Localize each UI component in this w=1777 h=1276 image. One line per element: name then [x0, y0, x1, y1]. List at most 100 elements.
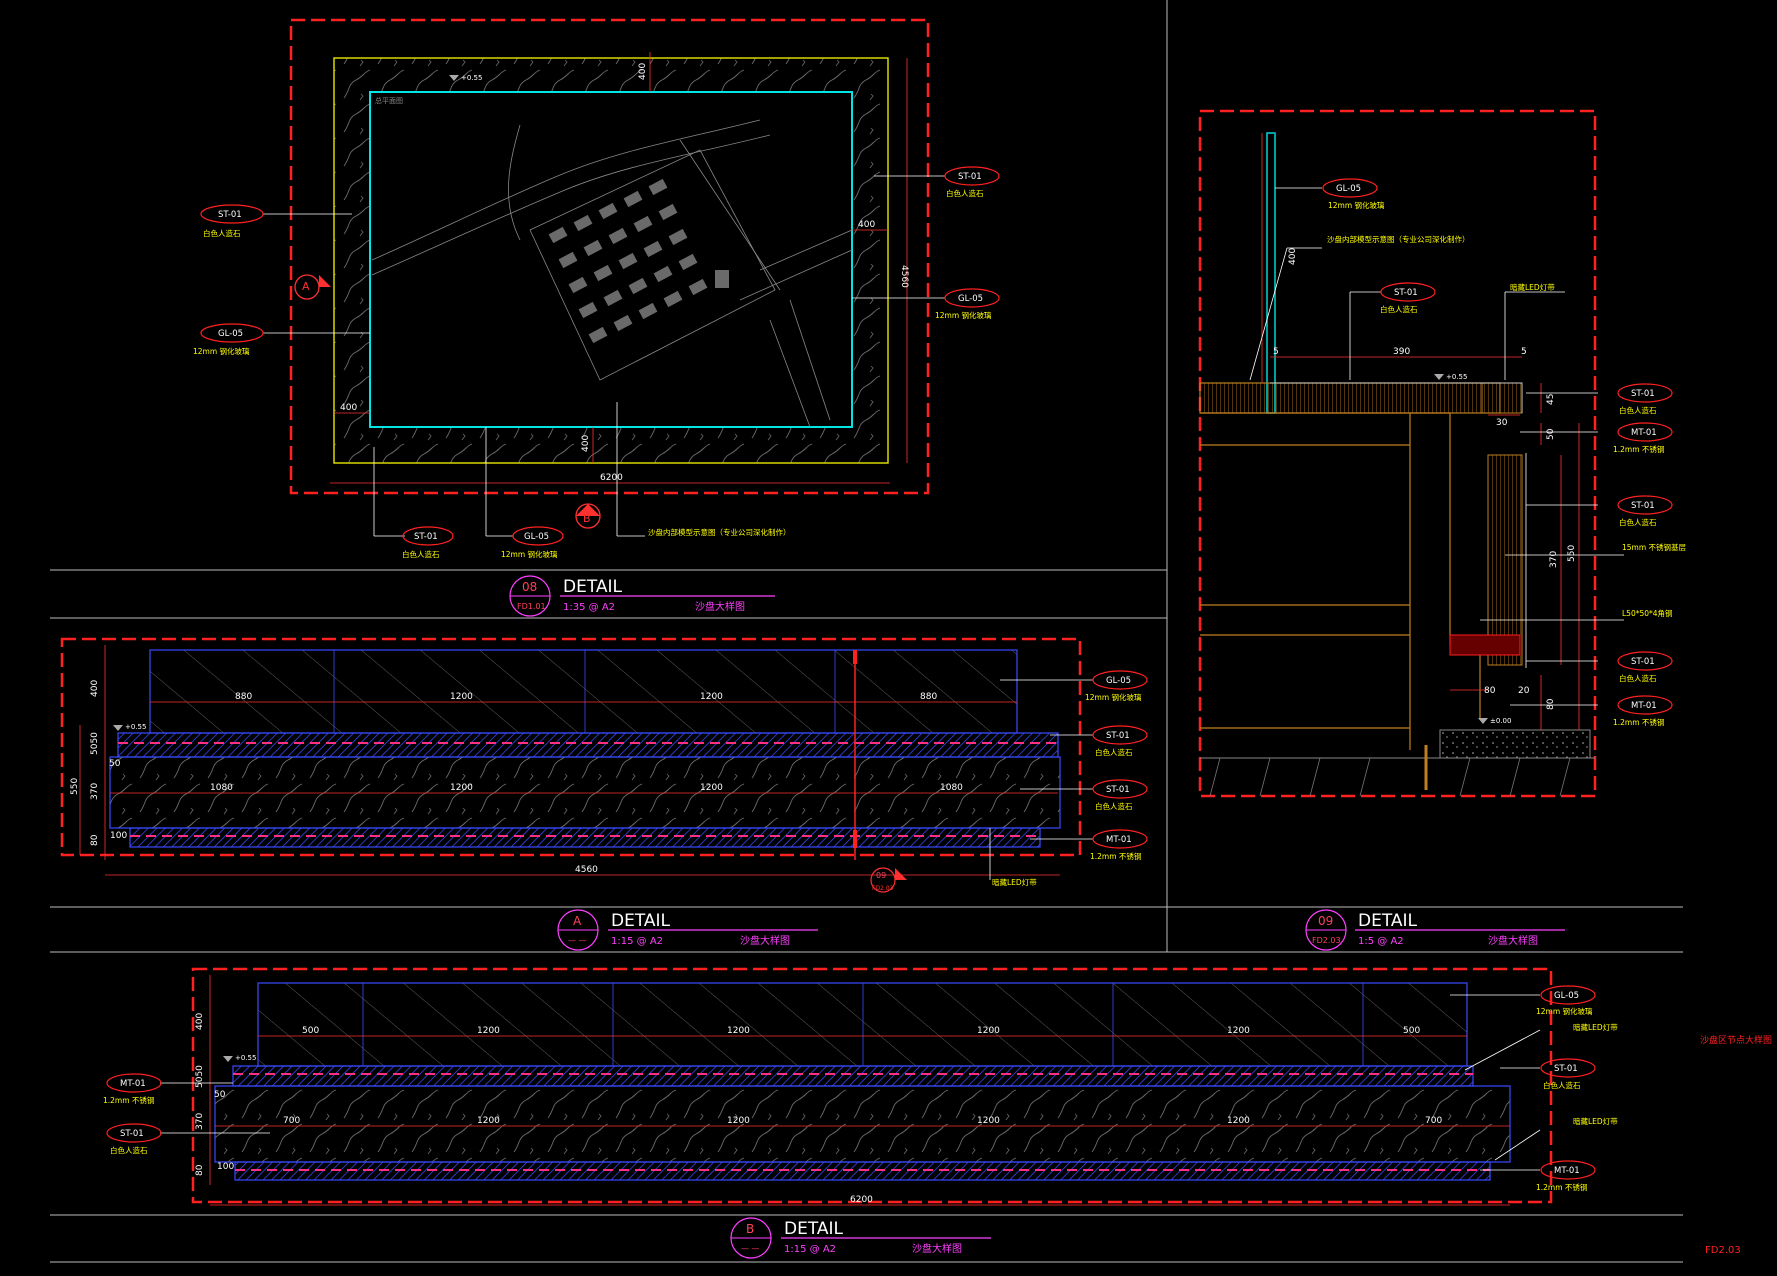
svg-text:白色人造石: 白色人造石	[1380, 304, 1418, 314]
section-09: 400 390 5 5 45 50 30 370 550 80 20 80 +0…	[1198, 109, 1687, 798]
elev-a-callout-09: 09 FD2.03	[870, 867, 907, 893]
section-dim-30: 30	[1496, 418, 1508, 428]
svg-text:1.2mm 不锈钢: 1.2mm 不锈钢	[1090, 851, 1141, 861]
svg-text:MT-01: MT-01	[1106, 835, 1132, 845]
section-dim-370: 370	[1549, 551, 1559, 568]
section-angle-note: L50*50*4角钢	[1622, 608, 1673, 618]
elev-b-stone-dim-1: 700	[283, 1116, 300, 1126]
svg-text:GL-05: GL-05	[1554, 991, 1579, 1001]
elev-b-stone-dim-3: 1200	[727, 1116, 750, 1126]
elev-a-tag-mt01: MT-01 1.2mm 不锈钢	[1090, 829, 1148, 861]
elev-a-glass-dim-1: 880	[235, 692, 252, 702]
svg-text:1:15 @ A2: 1:15 @ A2	[611, 936, 663, 947]
section-dim-b80: 80	[1484, 686, 1496, 696]
elev-a-tag-st01-bottom: ST-01 白色人造石	[1092, 779, 1148, 811]
elev-b-left-dim-5050: 5050	[195, 1065, 205, 1088]
section-tag-mt01-b: MT-01 1.2mm 不锈钢	[1613, 695, 1673, 727]
svg-text:12mm 钢化玻璃: 12mm 钢化玻璃	[1536, 1006, 1593, 1016]
section-dim-width: 390	[1393, 347, 1410, 357]
section-dim-b20: 20	[1518, 686, 1530, 696]
elev-b-left-dim-80: 80	[195, 1164, 205, 1176]
section-a-label: A	[302, 280, 310, 293]
svg-text:FD1.01: FD1.01	[517, 602, 546, 611]
plan-dim-bottom: 400	[581, 435, 591, 452]
svg-text:ST-01: ST-01	[1106, 731, 1130, 741]
section-tag-st01-c: ST-01 白色人造石	[1617, 651, 1673, 683]
elev-a-left-dim-550: 550	[70, 778, 80, 795]
svg-text:GL-05: GL-05	[524, 532, 549, 542]
svg-text:1.2mm 不锈钢: 1.2mm 不锈钢	[1613, 717, 1664, 727]
svg-text:12mm 钢化玻璃: 12mm 钢化玻璃	[193, 346, 250, 356]
plan-dim-top: 400	[638, 63, 648, 80]
svg-text:FD2.03: FD2.03	[1312, 936, 1341, 945]
plan-tag-st01-right: ST-01 白色人造石	[944, 166, 1000, 198]
svg-text:ST-01: ST-01	[1394, 288, 1418, 298]
svg-text:DETAIL: DETAIL	[563, 577, 623, 597]
svg-text:白色人造石: 白色人造石	[1619, 405, 1657, 415]
elev-a-led-note: 暗藏LED灯带	[992, 877, 1037, 887]
svg-text:GL-05: GL-05	[218, 329, 243, 339]
elev-a-left-dim-5050: 5050	[90, 732, 100, 755]
elev-a-left-dim-80: 80	[90, 834, 100, 846]
elev-a-stone-dim-3: 1200	[700, 783, 723, 793]
section-level-bottom: ±0.00	[1490, 717, 1511, 725]
svg-text:ST-01: ST-01	[218, 210, 242, 220]
svg-text:白色人造石: 白色人造石	[1543, 1080, 1581, 1090]
svg-text:MT-01: MT-01	[1631, 701, 1657, 711]
plan-tag-gl05-left: GL-05 12mm 钢化玻璃	[193, 323, 264, 356]
section-marker-b: B	[575, 503, 601, 529]
elev-b-stone-dim-2: 1200	[477, 1116, 500, 1126]
svg-text:ST-01: ST-01	[1631, 501, 1655, 511]
section-marker-a: A	[294, 274, 331, 300]
elev-b-glass-dim-4: 1200	[977, 1026, 1000, 1036]
svg-text:ST-01: ST-01	[1631, 389, 1655, 399]
svg-text:ST-01: ST-01	[120, 1129, 144, 1139]
svg-text:ST-01: ST-01	[1631, 657, 1655, 667]
svg-text:1:5 @ A2: 1:5 @ A2	[1358, 936, 1404, 947]
section-led-note: 暗藏LED灯带	[1510, 282, 1555, 292]
elev-a-glass-dim-3: 1200	[700, 692, 723, 702]
plan-tag-st01-left: ST-01 白色人造石	[200, 204, 264, 238]
plan-view: 总平面图 +0.55 400 400 400 400 6200 4560 A B	[193, 18, 1000, 559]
svg-text:沙盘大样图: 沙盘大样图	[695, 600, 745, 613]
section-tag-gl05: GL-05 12mm 钢化玻璃	[1322, 178, 1385, 210]
svg-text:— —: — —	[741, 1244, 760, 1253]
svg-text:B: B	[746, 1222, 754, 1236]
svg-text:MT-01: MT-01	[120, 1079, 146, 1089]
svg-text:ST-01: ST-01	[1106, 785, 1130, 795]
svg-text:1:15 @ A2: 1:15 @ A2	[784, 1244, 836, 1255]
svg-text:08: 08	[522, 580, 537, 594]
svg-text:MT-01: MT-01	[1554, 1166, 1580, 1176]
elev-a-tag-gl05: GL-05 12mm 钢化玻璃	[1085, 670, 1148, 702]
svg-text:FD2.03: FD2.03	[872, 885, 894, 892]
plan-model-note: 沙盘内部模型示意图（专业公司深化制作）	[648, 527, 791, 537]
svg-text:ST-01: ST-01	[414, 532, 438, 542]
svg-text:09: 09	[876, 871, 886, 880]
elev-a-tag-st01-top: ST-01 白色人造石	[1092, 725, 1148, 757]
svg-text:1.2mm 不锈钢: 1.2mm 不锈钢	[1613, 444, 1664, 454]
elev-b-glass-dim-5: 1200	[1227, 1026, 1250, 1036]
svg-text:DETAIL: DETAIL	[784, 1219, 844, 1239]
svg-text:MT-01: MT-01	[1631, 428, 1657, 438]
sheet-frame	[50, 0, 1683, 1263]
section-dim-glass: 400	[1288, 248, 1298, 265]
elev-a-left-dim-370: 370	[90, 783, 100, 800]
svg-text:沙盘大样图: 沙盘大样图	[912, 1242, 962, 1255]
plan-tag-gl05-bottom: GL-05 12mm 钢化玻璃	[501, 526, 564, 559]
elev-a-stone-dim-2: 1200	[450, 783, 473, 793]
svg-text:DETAIL: DETAIL	[1358, 911, 1418, 931]
elev-b-left-dim-50: 50	[214, 1090, 226, 1100]
elev-a-stone-dim-1: 1080	[210, 783, 233, 793]
section-dim-h80: 80	[1546, 698, 1556, 710]
building-blocks	[548, 178, 729, 344]
svg-text:A: A	[573, 914, 582, 928]
elev-b-stone-dim-5: 1200	[1227, 1116, 1250, 1126]
sheet-code: FD2.03	[1705, 1245, 1741, 1256]
svg-text:白色人造石: 白色人造石	[203, 228, 241, 238]
svg-text:GL-05: GL-05	[958, 294, 983, 304]
elev-a-glass-dim-2: 1200	[450, 692, 473, 702]
section-tag-st01-top: ST-01 白色人造石	[1380, 282, 1436, 314]
svg-text:白色人造石: 白色人造石	[1619, 517, 1657, 527]
elev-a-stone-dim-4: 1080	[940, 783, 963, 793]
